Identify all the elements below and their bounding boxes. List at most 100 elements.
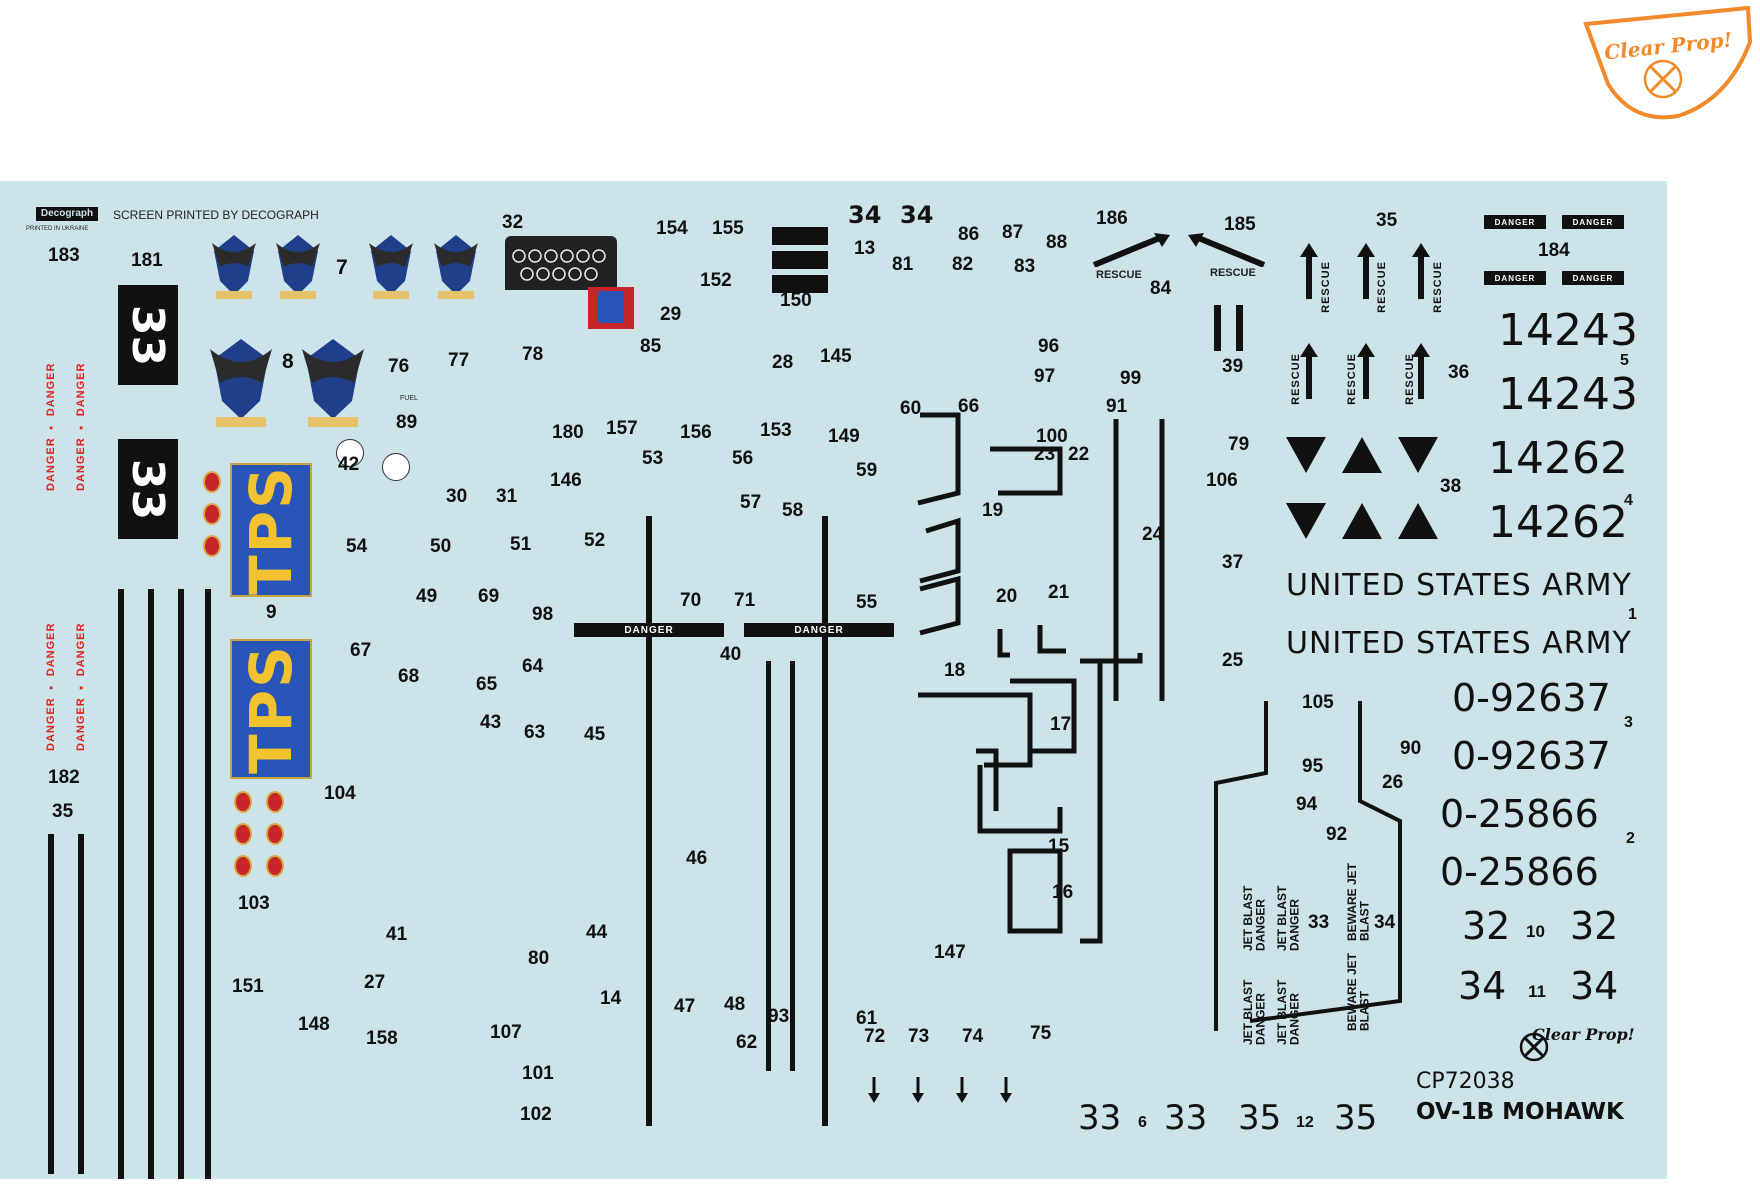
label-98: 98 (532, 604, 554, 625)
clear-prop-logo-bottom: Clear Prop! (1512, 1021, 1642, 1065)
rescue-label: RESCUE (1096, 269, 1142, 281)
black-stripe (48, 834, 54, 1174)
label-46: 46 (686, 848, 708, 869)
red-roundel (234, 823, 252, 845)
label-38: 38 (1440, 476, 1462, 497)
walkway-outline-set (917, 412, 1165, 944)
label-145: 145 (820, 346, 852, 367)
red-roundel (203, 503, 221, 525)
label-63: 63 (524, 722, 546, 743)
label-18: 18 (944, 660, 966, 681)
label-3: 3 (1624, 714, 1633, 731)
label-31: 31 (496, 486, 518, 507)
serial-33: 33 (1164, 1098, 1208, 1138)
red-roundel (266, 791, 284, 813)
label-80: 80 (528, 948, 550, 969)
label-150: 150 (780, 290, 812, 311)
label-149: 149 (828, 426, 860, 447)
white-disc (382, 453, 410, 481)
rescue-text: RESCUE (1432, 261, 1444, 313)
serial-14243: 14243 (1498, 369, 1638, 420)
label-60: 60 (900, 398, 922, 419)
label-47: 47 (674, 996, 696, 1017)
label-56: 56 (732, 448, 754, 469)
danger-box: DANGER (1562, 271, 1624, 285)
serial-34: 34 (1458, 964, 1507, 1008)
serial-35: 35 (1334, 1098, 1378, 1138)
decal-sheet: Decograph PRINTED IN UKRAINE SCREEN PRIN… (0, 181, 1667, 1179)
label-91: 91 (1106, 396, 1128, 417)
danger-triangle-icon (1398, 437, 1438, 473)
label-50: 50 (430, 536, 452, 557)
label-69: 69 (478, 586, 500, 607)
black-box-set (772, 227, 828, 297)
label-21: 21 (1048, 582, 1070, 603)
label-30: 30 (446, 486, 468, 507)
danger-strip: DANGER ▪ DANGER (75, 622, 87, 751)
label-28: 28 (772, 352, 794, 373)
eagle-insignia-icon (276, 235, 320, 299)
label-84: 84 (1150, 278, 1172, 299)
eagle-insignia-icon (302, 339, 364, 427)
label-185: 185 (1224, 214, 1256, 235)
label-96: 96 (1038, 336, 1060, 357)
label-90: 90 (1400, 738, 1422, 759)
white-disc (336, 439, 364, 467)
eagle-insignia-icon (210, 339, 272, 427)
rescue-text: RESCUE (1404, 353, 1416, 405)
label-79: 79 (1228, 434, 1250, 455)
label-14: 14 (600, 988, 622, 1009)
label-36: 36 (1448, 362, 1470, 383)
label-64: 64 (522, 656, 544, 677)
label-68: 68 (398, 666, 420, 687)
label-6: 6 (1138, 1114, 1147, 1131)
label-27: 27 (364, 972, 386, 993)
label-37: 37 (1222, 552, 1244, 573)
label-83: 83 (1014, 256, 1036, 277)
red-roundel (203, 535, 221, 557)
red-roundel (234, 855, 252, 877)
label-44: 44 (586, 922, 608, 943)
label-34: 34 (848, 201, 882, 229)
label-74: 74 (962, 1026, 984, 1047)
danger-strip: DANGER ▪ DANGER (75, 362, 87, 491)
arrow-down-icon (912, 1077, 924, 1103)
label-20: 20 (996, 586, 1018, 607)
eagle-insignia-icon (212, 235, 256, 299)
serial-35: 35 (1238, 1098, 1282, 1138)
serial-33: 33 (1078, 1098, 1122, 1138)
rescue-arrow-up-icon (1357, 343, 1375, 399)
label-103: 103 (238, 893, 270, 914)
label-152: 152 (700, 270, 732, 291)
tps-marking: TPS (230, 639, 312, 779)
red-blue-panel (588, 287, 634, 329)
serial-0-25866: 0-25866 (1440, 850, 1599, 894)
label-183: 183 (48, 245, 80, 266)
red-roundel (203, 471, 221, 493)
black-stripe (118, 589, 124, 1179)
label-182: 182 (48, 767, 80, 788)
label-86: 86 (958, 224, 980, 245)
clear-prop-logo-top: Clear Prop! (1578, 4, 1756, 122)
label-61: 61 (856, 1008, 878, 1029)
rescue-text: RESCUE (1346, 353, 1358, 405)
arrow-down-icon (1000, 1077, 1012, 1103)
label-88: 88 (1046, 232, 1068, 253)
label-156: 156 (680, 422, 712, 443)
rescue-arrow-icon (1188, 233, 1266, 267)
label-72: 72 (864, 1026, 886, 1047)
rescue-text: RESCUE (1290, 353, 1302, 405)
label-75: 75 (1030, 1023, 1052, 1044)
label-48: 48 (724, 994, 746, 1015)
united-states-army: UNITED STATES ARMY (1286, 568, 1632, 603)
label-58: 58 (782, 500, 804, 521)
tps-marking: TPS (230, 463, 312, 597)
label-32: 32 (502, 212, 524, 233)
danger-triangle-icon (1342, 503, 1382, 539)
clear-prop-logo-text: Clear Prop! (1532, 1025, 1635, 1044)
label-78: 78 (522, 344, 544, 365)
label-70: 70 (680, 590, 702, 611)
jet-blast-outline (1214, 701, 1402, 1031)
label-106: 106 (1206, 470, 1238, 491)
product-name: OV-1B MOHAWK (1416, 1099, 1624, 1125)
